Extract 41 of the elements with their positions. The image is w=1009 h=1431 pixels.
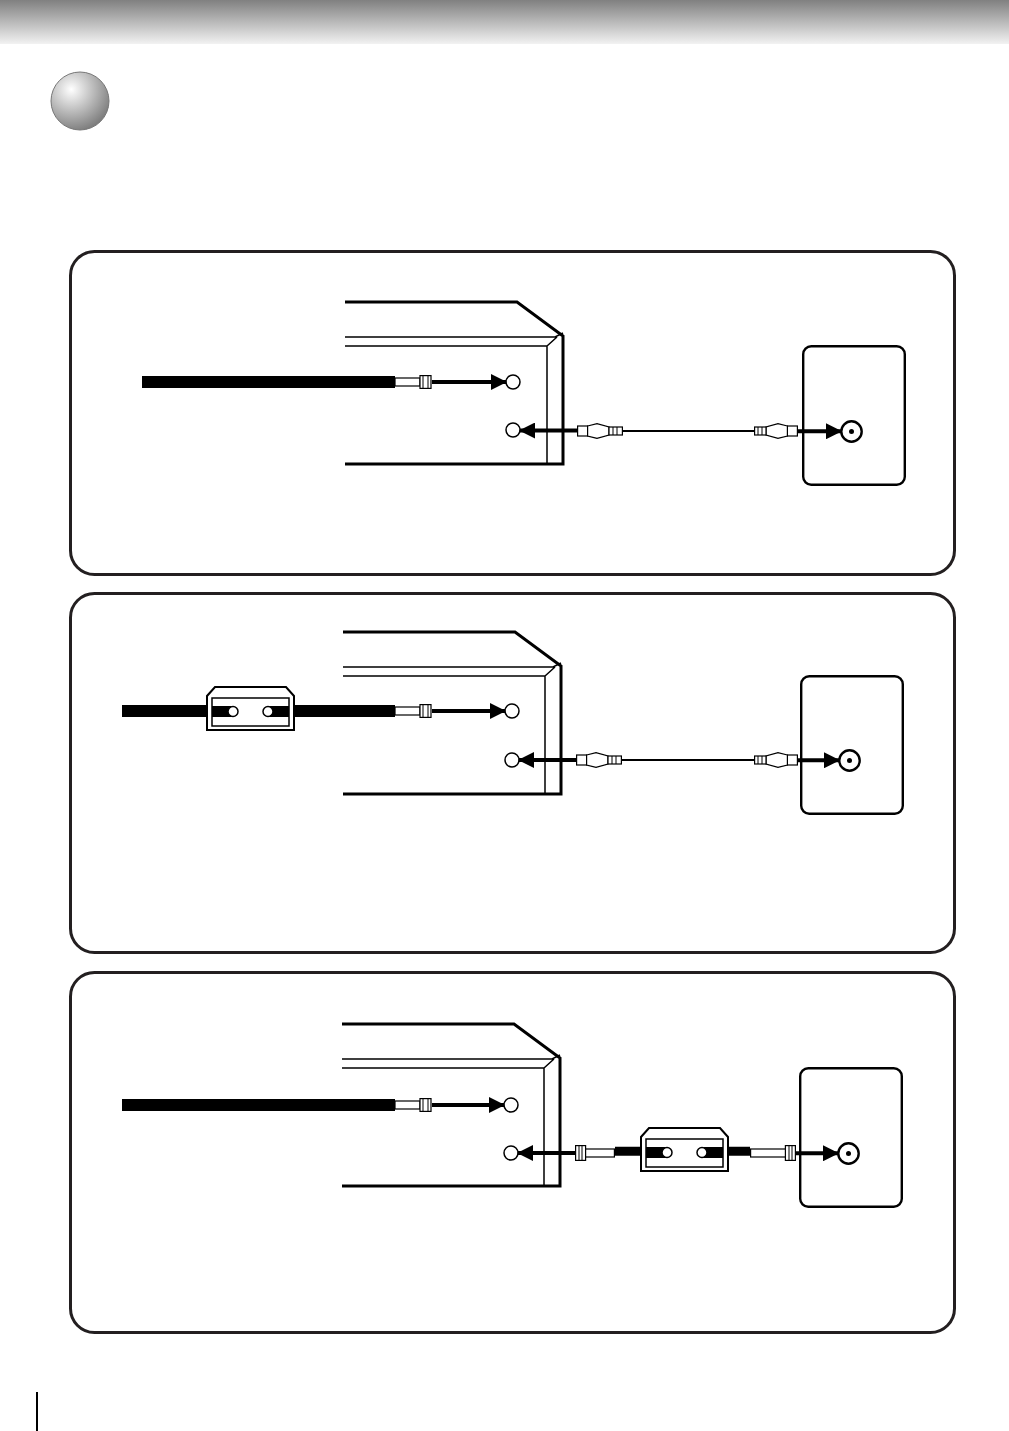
matching-transformer (640, 1127, 729, 1172)
arrow (432, 374, 507, 390)
jack-terminal (505, 422, 521, 438)
connection-panel (69, 592, 956, 954)
connection-panel (69, 250, 956, 576)
tv-rear-panel (802, 345, 906, 486)
tv-rear-panel (800, 675, 904, 815)
cable-connector (575, 1145, 615, 1161)
cable-connector (750, 1145, 796, 1161)
coaxial-plug (577, 423, 623, 439)
device-rear-panel (343, 630, 563, 794)
arrow (517, 1145, 575, 1161)
device-rear-panel (342, 1022, 562, 1187)
cable-line (622, 430, 755, 432)
matching-transformer (206, 686, 296, 731)
antenna-socket (838, 749, 861, 772)
arrow (432, 703, 506, 719)
cable-line (615, 1146, 640, 1156)
arrow (798, 423, 842, 440)
jack-terminal (505, 374, 521, 390)
cable-line (621, 759, 755, 761)
coaxial-plug (576, 752, 622, 768)
arrow (518, 752, 576, 768)
coaxial-plug (754, 752, 798, 768)
connection-panel (69, 971, 956, 1334)
device-rear-panel (345, 300, 565, 466)
arrow (796, 1145, 839, 1162)
tv-rear-panel (799, 1067, 903, 1208)
arrow (798, 752, 840, 769)
coaxial-plug (754, 423, 798, 439)
arrow (432, 1097, 505, 1113)
arrow (519, 422, 577, 439)
antenna-socket (840, 420, 863, 443)
jack-terminal (503, 1145, 519, 1161)
antenna-socket (837, 1142, 860, 1165)
jack-terminal (503, 1097, 519, 1113)
jack-terminal (504, 703, 520, 719)
cable-line (729, 1146, 750, 1156)
antenna-cable (142, 375, 432, 389)
antenna-cable (122, 1098, 432, 1112)
jack-terminal (504, 752, 520, 768)
